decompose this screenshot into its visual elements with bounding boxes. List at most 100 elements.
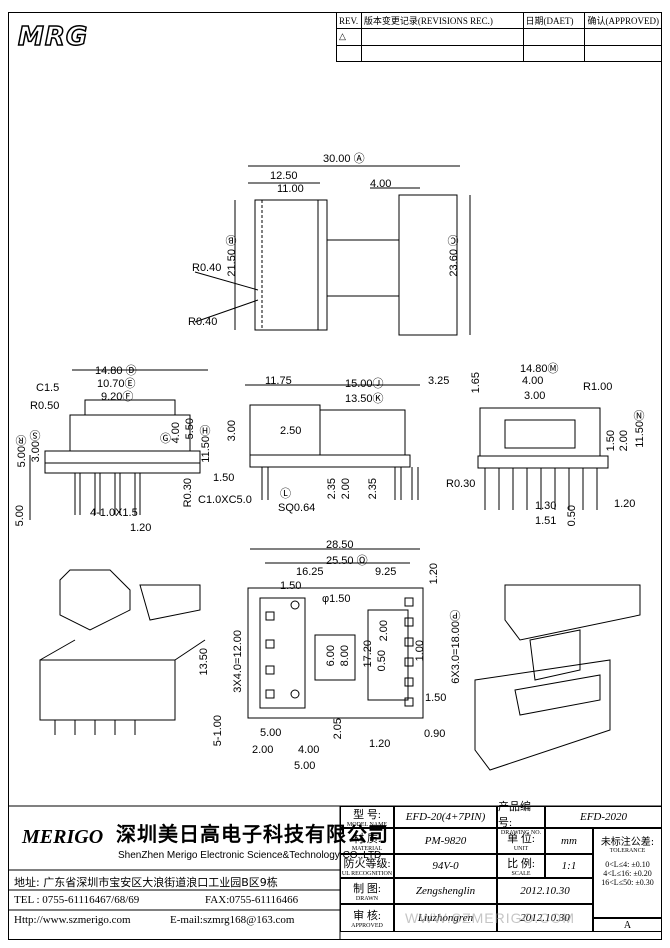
- dim-phi150: φ1.50: [322, 593, 351, 605]
- material-value: PM-9820: [394, 828, 497, 854]
- dim-6x3: 6X3.0=18.00Ⓟ: [450, 610, 462, 684]
- dim-5-1: 5-1.00: [212, 715, 224, 747]
- dim-5-50: 5.50: [184, 418, 196, 440]
- iso-right-view: [474, 584, 641, 771]
- dim-2-35b: 2.35: [367, 478, 379, 500]
- dim-3-00b: 3.00: [226, 420, 238, 442]
- dim-5-00b: 5.00: [14, 505, 26, 527]
- dim-2-50: 2.50: [280, 425, 302, 437]
- iso-left-view: [39, 569, 206, 735]
- dim-2-00d: 2.00: [252, 744, 274, 756]
- dim-4-00: 4.00: [170, 422, 182, 444]
- approved-value: Liuzhongren: [394, 904, 497, 932]
- dim-14-80b: 14.80Ⓜ: [520, 363, 559, 375]
- dim-4: 4.00: [370, 178, 392, 190]
- dim-r030: R0.30: [182, 478, 194, 508]
- company-fax: FAX:0755-61116466: [205, 894, 299, 906]
- dim-13-50b: 13.50: [198, 648, 210, 676]
- dim-2-00c: 2.00: [378, 620, 390, 642]
- company-tel: TEL : 0755-61116467/68/69: [14, 894, 140, 906]
- dim-r100: R1.00: [583, 381, 613, 393]
- dim-30: 30.00 Ⓐ: [323, 153, 365, 165]
- watermark: WWW.SZMERIGO.COM: [405, 910, 575, 926]
- drawing-frame: [8, 12, 662, 940]
- dim-2-05: 2.05: [332, 718, 344, 740]
- drawing-no-label: 产品编号:DRAWING NO.: [497, 801, 545, 836]
- title-block: 型 号:MODEL NAME EFD-20(4+7PIN) 产品编号:DRAWI…: [8, 801, 662, 940]
- dim-9-20: 9.20Ⓕ: [101, 391, 134, 403]
- drawn-label: 制 图:DRAWN: [340, 878, 394, 904]
- dim-2-00b: 2.00: [618, 430, 630, 452]
- dim-0-90: 0.90: [424, 728, 446, 740]
- unit-label: 单 位:UNIT: [497, 828, 545, 854]
- drawn-value: Zengshenglin: [394, 878, 497, 904]
- dim-15-00: 15.00Ⓙ: [345, 378, 384, 390]
- dim-0-50: 0.50: [566, 505, 578, 527]
- dim-r040a: R0.40: [192, 262, 222, 274]
- dim-11-75: 11.75: [265, 375, 292, 387]
- dim-c10: C1.0XC5.0: [198, 494, 252, 506]
- dim-11: 11.00: [277, 183, 304, 195]
- front-pins: [74, 473, 141, 515]
- dim-5-00d: 5.00: [294, 760, 316, 772]
- company-name-cn: 深圳美日高电子科技有限公司: [116, 822, 389, 846]
- dim-9-25: 9.25: [375, 566, 397, 578]
- dim-1-50: 1.50: [213, 472, 235, 484]
- dim-1-20d: 1.20: [369, 738, 391, 750]
- right-pins: [484, 468, 598, 510]
- dim-11-50: 11.50Ⓗ: [200, 425, 212, 463]
- company-name-en: ShenZhen Merigo Electronic Science&Techn…: [118, 850, 382, 861]
- merigo-logo: MERIGO: [22, 826, 104, 848]
- fire-label: 防火等级:UL RECOGNITION: [340, 854, 394, 878]
- tolerance-block: 未标注公差: TOLERANCE 0<L≤4: ±0.10 4<L≤16: ±0…: [593, 828, 662, 918]
- dim-25-50: 25.50 Ⓞ: [326, 555, 368, 567]
- dim-5-00c: 5.00: [260, 727, 282, 739]
- dim-28-50: 28.50: [326, 539, 354, 551]
- fire-value: 94V-0: [394, 854, 497, 878]
- dim-3-00: 3.00Ⓢ: [30, 430, 42, 463]
- dim-sq064: SQ0.64: [278, 502, 316, 514]
- unit-value: mm: [545, 828, 593, 854]
- dim-12-50: 12.50: [270, 170, 298, 182]
- dim-c15: C1.5: [36, 382, 60, 394]
- dim-1-30: 1.30: [535, 500, 557, 512]
- dim-13-50: 13.50Ⓚ: [345, 393, 384, 405]
- scale-label: 比 例:SCALE: [497, 854, 545, 878]
- dim-1-50b: 1.50: [605, 430, 617, 452]
- dim-1-20b: 1.20: [614, 498, 636, 510]
- dim-1-50c: 1.50: [280, 580, 302, 592]
- sheet-value: A: [593, 918, 662, 932]
- dim-14-80: 14.80 Ⓓ: [95, 365, 137, 377]
- dim-r050: R0.50: [30, 400, 60, 412]
- dim-8-00: 8.00: [339, 645, 351, 667]
- dim-r040b: R0.40: [188, 316, 218, 328]
- dim-4-00b: 4.00: [522, 375, 544, 387]
- dim-1-51: 1.51: [535, 515, 557, 527]
- dim-3-00c: 3.00: [524, 390, 546, 402]
- dim-1-20: 1.20: [130, 522, 152, 534]
- dim-0-50b: 0.50: [376, 650, 388, 672]
- top-flange-right: [398, 194, 458, 336]
- dim-2-35a: 2.35: [326, 478, 338, 500]
- bottom-pads: [265, 597, 414, 707]
- dim-1-20c: 1.20: [428, 563, 440, 585]
- approved-date: 2012.10.30: [497, 904, 593, 932]
- dim-16-25: 16.25: [296, 566, 324, 578]
- dim-23-60: 23.60 Ⓒ: [448, 235, 460, 277]
- scale-value: 1:1: [545, 854, 593, 878]
- dim-1-00: 1.00: [414, 640, 426, 662]
- bottom-view-outline: [247, 587, 424, 719]
- company-http[interactable]: Http://www.szmerigo.com: [14, 914, 131, 926]
- material-label: 材 质:MATERIAL: [340, 828, 394, 854]
- company-email[interactable]: E-mail:szmrg168@163.com: [170, 914, 295, 926]
- model-value: EFD-20(4+7PIN): [394, 806, 497, 828]
- dim-g-mark: Ⓖ: [160, 433, 171, 445]
- dim-11-50b: 11.50Ⓝ: [634, 410, 646, 448]
- dim-6-00: 6.00: [325, 645, 337, 667]
- approved-label: 审 核:APPROVED: [340, 904, 394, 932]
- dim-21-50: 21.50 Ⓑ: [226, 235, 238, 277]
- dim-3x4: 3X4.0=12.00: [232, 630, 244, 693]
- revisions-table: REV. 版本变更记录(REVISIONS REC.) 日期(DAET) 确认(…: [336, 11, 662, 63]
- top-flange-left: [254, 199, 328, 331]
